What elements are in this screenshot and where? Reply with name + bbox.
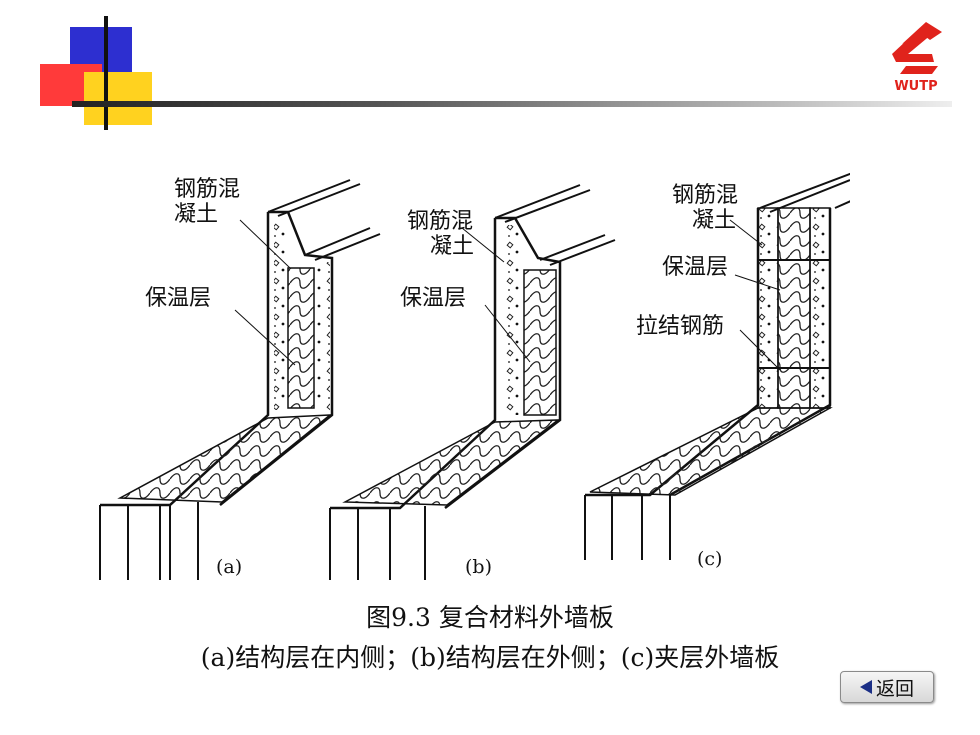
figure-subtitle: (a)结构层在内侧；(b)结构层在外侧；(c)夹层外墙板	[200, 643, 780, 672]
panel-c-label-concrete-2: 凝土	[692, 208, 737, 233]
header-divider-line	[72, 101, 952, 107]
left-triangle-icon	[859, 680, 872, 694]
figure-title: 图9.3 复合材料外墙板	[366, 603, 614, 632]
decor-vertical-line	[104, 16, 108, 130]
panel-c-caption: (c)	[697, 548, 723, 570]
panel-a-caption: (a)	[216, 556, 243, 578]
wutp-logo: WUTP	[882, 14, 950, 94]
panel-b-drawing	[329, 184, 616, 580]
panel-c-label-tie-rebar: 拉结钢筋	[636, 314, 725, 339]
panel-b-caption: (b)	[465, 556, 492, 578]
panel-c-label-concrete-1: 钢筋混	[672, 183, 739, 208]
decor-yellow-square	[84, 72, 152, 125]
wall-panel-diagram	[90, 150, 911, 594]
panel-c-drawing	[584, 171, 911, 560]
panel-b-label-insulation: 保温层	[400, 286, 467, 311]
panel-a-drawing	[99, 179, 381, 580]
panel-a-label-insulation: 保温层	[145, 286, 212, 311]
panel-b-label-concrete-2: 凝土	[430, 234, 475, 259]
panel-a-label-concrete-1: 钢筋混	[174, 177, 241, 202]
back-button[interactable]: 返回	[840, 671, 934, 703]
panel-a-label-concrete-2: 凝土	[174, 202, 219, 227]
back-button-label: 返回	[875, 677, 914, 700]
panel-c-label-insulation: 保温层	[662, 255, 729, 280]
panel-b-label-concrete-1: 钢筋混	[407, 209, 474, 234]
svg-text:WUTP: WUTP	[894, 79, 937, 94]
